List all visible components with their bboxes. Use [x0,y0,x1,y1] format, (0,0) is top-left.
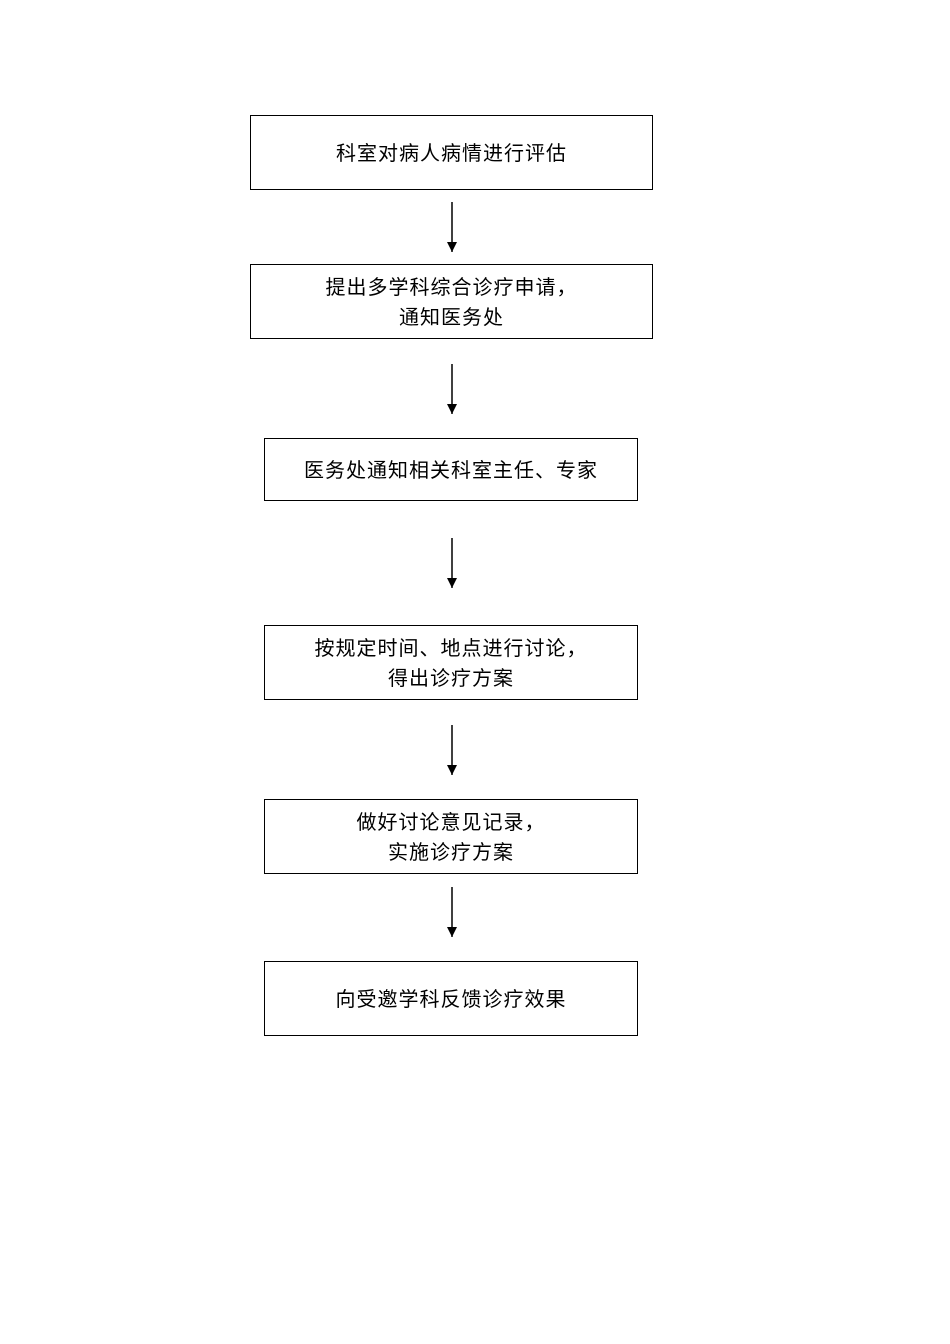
step-5-text-line-2: 实施诊疗方案 [388,839,514,864]
step-box-feedback: 向受邀学科反馈诊疗效果 [264,961,638,1036]
step-box-record-and-implement: 做好讨论意见记录， 实施诊疗方案 [264,799,638,874]
step-box-notify-experts: 医务处通知相关科室主任、专家 [264,438,638,501]
step-4-text-line-2: 得出诊疗方案 [388,665,514,690]
arrow-1-to-2 [447,202,457,252]
step-6-text: 向受邀学科反馈诊疗效果 [335,986,567,1011]
step-2-text-line-2: 通知医务处 [399,304,504,329]
arrow-2-to-3 [447,364,457,414]
step-4-text-line-1: 按规定时间、地点进行讨论， [314,635,588,660]
step-2-text-line-1: 提出多学科综合诊疗申请， [325,274,578,299]
step-5-text-line-1: 做好讨论意见记录， [356,809,546,834]
arrow-5-to-6 [447,887,457,937]
step-3-text: 医务处通知相关科室主任、专家 [304,457,598,482]
step-box-submit-application: 提出多学科综合诊疗申请， 通知医务处 [250,264,653,339]
step-1-text: 科室对病人病情进行评估 [336,140,567,165]
step-box-discussion: 按规定时间、地点进行讨论， 得出诊疗方案 [264,625,638,700]
arrow-3-to-4 [447,538,457,588]
step-box-evaluate-condition: 科室对病人病情进行评估 [250,115,653,190]
arrow-4-to-5 [447,725,457,775]
